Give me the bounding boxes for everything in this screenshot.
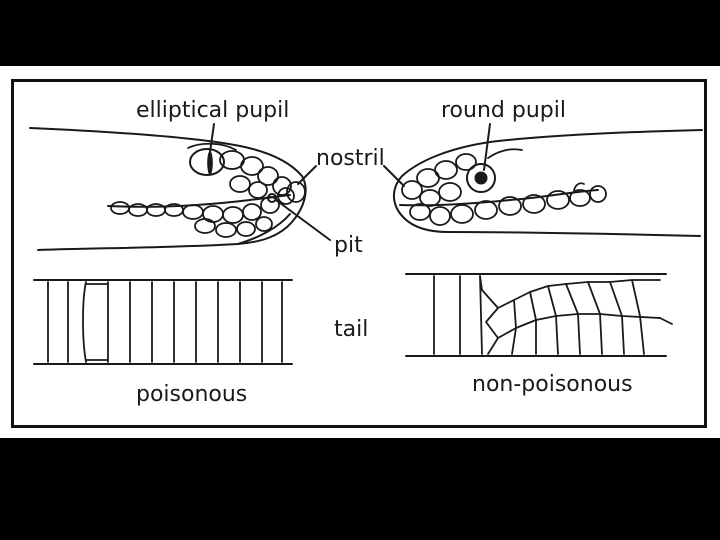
round-pupil-shape <box>475 172 488 185</box>
elliptical-pupil-shape <box>207 151 213 175</box>
pointer-round <box>484 124 490 170</box>
poisonous-tail <box>34 280 292 364</box>
poisonous-lip-scales <box>111 188 294 237</box>
poisonous-head-scales <box>188 144 305 202</box>
elliptical-pupil-label: elliptical pupil <box>136 98 289 124</box>
non-poisonous-head-outline <box>394 130 702 236</box>
poisonous-label: poisonous <box>136 382 247 408</box>
elliptical-eye <box>190 149 224 175</box>
non-poisonous-tail <box>406 274 672 356</box>
round-eye <box>467 164 495 192</box>
non-poisonous-head <box>394 130 702 236</box>
tail-label: tail <box>334 317 368 343</box>
nostril-label: nostril <box>316 146 385 172</box>
poisonous-head <box>30 128 306 250</box>
pointer-elliptical <box>210 124 214 152</box>
pit-label: pit <box>334 233 363 259</box>
round-pupil-label: round pupil <box>441 98 566 124</box>
non-poisonous-label: non-poisonous <box>472 372 633 398</box>
